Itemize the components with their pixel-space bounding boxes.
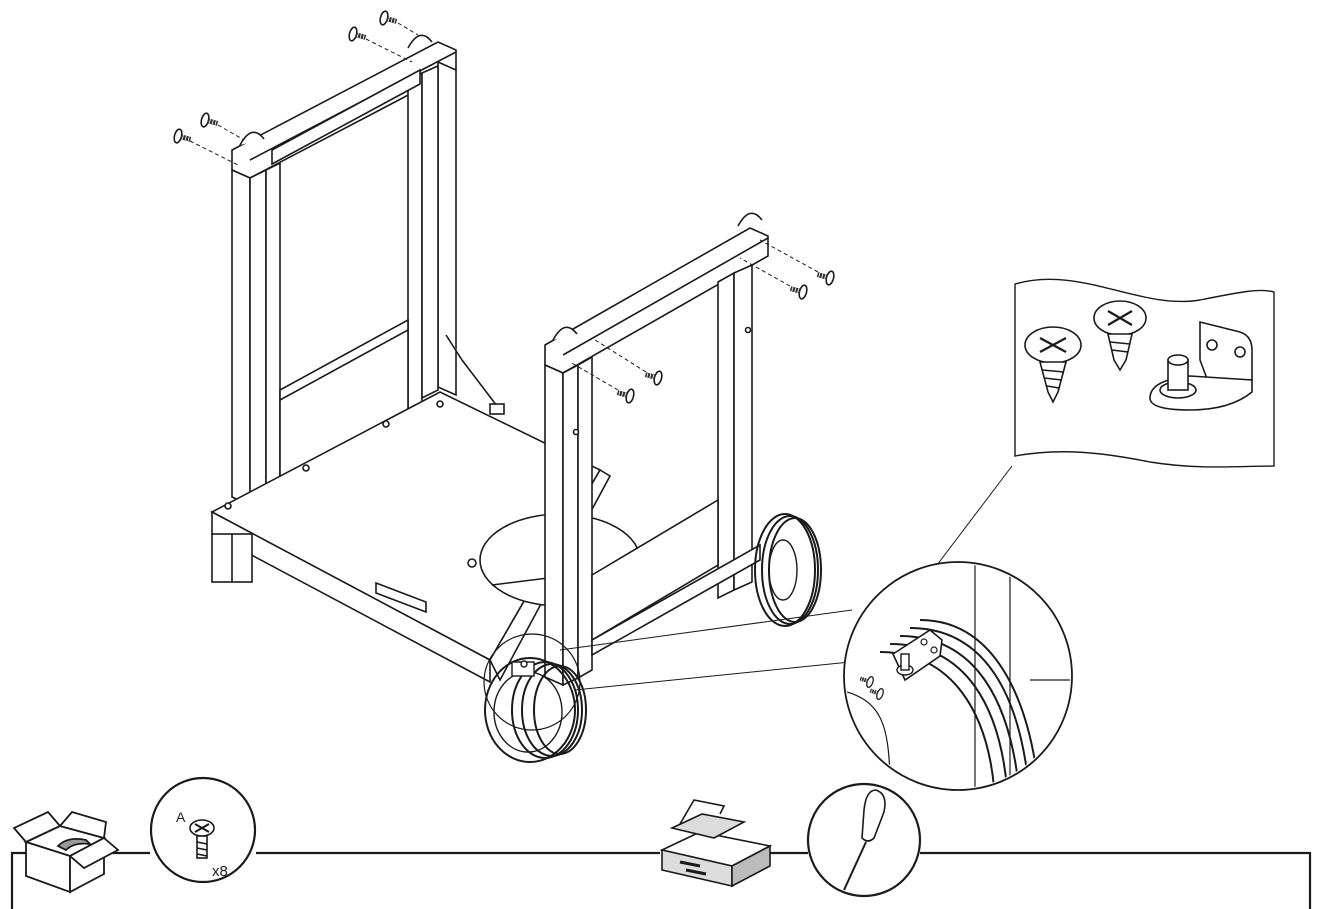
hardware-letter: A bbox=[176, 809, 186, 825]
screwdriver-icon bbox=[843, 789, 886, 891]
screw-icon bbox=[1024, 326, 1082, 404]
small-bracket bbox=[511, 660, 535, 677]
screw-callouts bbox=[172, 9, 836, 405]
screw-icon bbox=[189, 819, 215, 859]
open-box-icon bbox=[12, 810, 120, 894]
toolbox-icon bbox=[659, 799, 773, 888]
wheel-bracket-icon bbox=[1149, 320, 1253, 411]
screw-icon bbox=[1093, 300, 1147, 372]
hardware-a-callout: A x8 bbox=[149, 776, 257, 884]
parts-bar: A x8 bbox=[10, 776, 1312, 909]
detail-callout-panel bbox=[1014, 278, 1275, 468]
rear-wheel bbox=[754, 513, 822, 627]
zoom-source-circle bbox=[483, 633, 581, 731]
screwdriver-callout bbox=[806, 782, 922, 898]
hardware-quantity: x8 bbox=[212, 863, 228, 880]
detail-zoom-circle bbox=[559, 465, 1073, 791]
front-frame bbox=[544, 212, 769, 687]
